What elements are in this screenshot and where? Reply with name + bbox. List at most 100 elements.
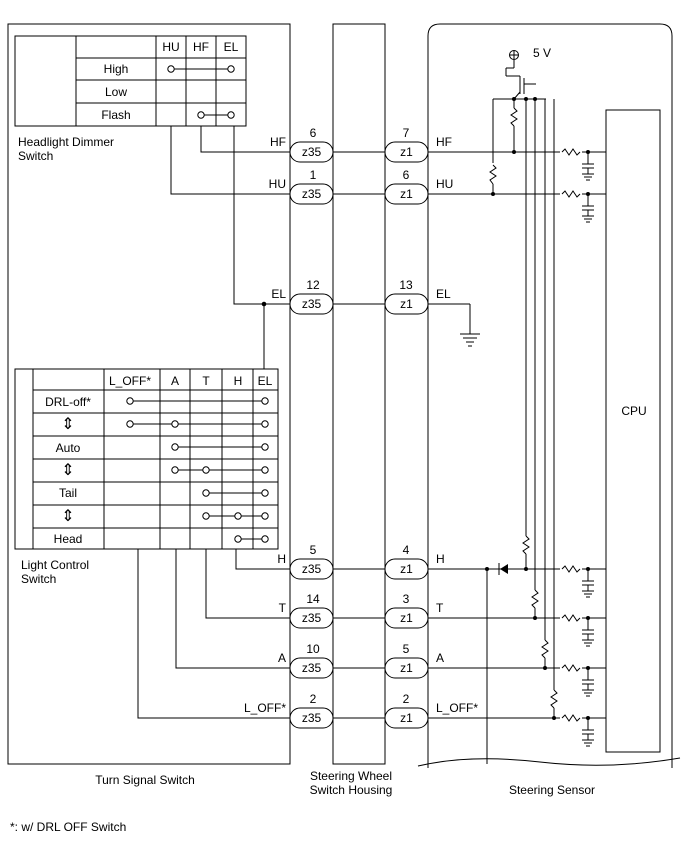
lc-row-drl-off: DRL-off* (45, 395, 91, 409)
connector-z1-label: z1 (400, 562, 413, 576)
signal-right: HU (436, 177, 453, 191)
headlight-dimmer-table: HU HF EL High Low Flash (14, 35, 247, 127)
connector-z1-pill (384, 707, 429, 729)
connector-z1-pill (384, 183, 429, 205)
pin-left: 12 (306, 278, 320, 292)
rc-filter (560, 190, 594, 223)
cpu-label: CPU (621, 404, 646, 418)
pin-left: 5 (310, 543, 317, 557)
signal-right: EL (436, 287, 451, 301)
signal-left: L_OFF* (244, 701, 286, 715)
light-control-table: L_OFF* A T H EL DRL-off* ⇕ Auto ⇕ Tail ⇕… (14, 368, 279, 550)
circuit-0: z35 6HF z1 7HF (270, 126, 452, 163)
connector-z1-pill (384, 657, 429, 679)
lc-contacts (126, 397, 269, 543)
lc-row-head: Head (54, 532, 83, 546)
steering-sensor-break-line (417, 757, 681, 767)
connector-z35-label: z35 (302, 187, 322, 201)
signal-left: HU (269, 177, 286, 191)
dimmer-col-hu: HU (162, 40, 179, 54)
dimmer-high-contact (167, 65, 235, 73)
connector-z35-pill (289, 707, 334, 729)
signal-right: L_OFF* (436, 701, 478, 715)
ground-icon (460, 333, 480, 347)
lc-row-transition-3: ⇕ (61, 508, 74, 525)
pin-right: 6 (403, 168, 410, 182)
signal-left: EL (271, 287, 286, 301)
signal-right: HF (436, 135, 452, 149)
light-control-label-1: Light Control (21, 558, 89, 572)
power-supply-symbol (505, 50, 520, 77)
transistor-icon (513, 76, 546, 100)
connector-z1-pill (384, 558, 429, 580)
dimmer-row-flash: Flash (101, 108, 130, 122)
pin-left: 1 (310, 168, 317, 182)
connector-z1-label: z1 (400, 187, 413, 201)
pullup-bus (522, 99, 558, 720)
dimmer-col-hf: HF (193, 40, 209, 54)
pin-right: 3 (403, 592, 410, 606)
pin-right: 2 (403, 692, 410, 706)
lc-col-a: A (171, 374, 179, 388)
connector-z35-label: z35 (302, 661, 322, 675)
rc-filter (560, 565, 594, 598)
lc-col-el: EL (258, 374, 273, 388)
lc-col-h: H (234, 374, 243, 388)
connector-z1-pill (384, 141, 429, 163)
signal-left: T (279, 601, 287, 615)
diode-icon (485, 563, 508, 764)
connector-z35-label: z35 (302, 611, 322, 625)
lc-row-tail: Tail (59, 486, 77, 500)
lc-col-loff: L_OFF* (109, 374, 151, 388)
connector-z35-label: z35 (302, 145, 322, 159)
signal-left: HF (270, 135, 286, 149)
connector-z35-label: z35 (302, 297, 322, 311)
dimmer-row-high: High (104, 62, 129, 76)
turn-signal-switch-box (7, 23, 291, 765)
left-wiring (137, 126, 290, 719)
connector-z35-label: z35 (302, 562, 322, 576)
light-control-label-2: Switch (21, 572, 56, 586)
dimmer-row-low: Low (105, 85, 127, 99)
connector-z35-pill (289, 141, 334, 163)
connector-z1-label: z1 (400, 145, 413, 159)
pin-right: 7 (403, 126, 410, 140)
steering-wheel-housing-label-2: Switch Housing (310, 783, 393, 797)
steering-sensor-box (427, 23, 673, 768)
pin-left: 14 (306, 592, 320, 606)
connector-z1-pill (384, 293, 429, 315)
rc-filter (560, 714, 594, 747)
footnote: *: w/ DRL OFF Switch (10, 820, 126, 834)
dimmer-col-el: EL (224, 40, 239, 54)
connector-z35-pill (289, 558, 334, 580)
pin-left: 6 (310, 126, 317, 140)
lc-row-auto: Auto (56, 441, 81, 455)
through-wiring (290, 151, 606, 719)
circuit-1: z35 1HU z1 6HU (269, 168, 453, 205)
connector-z1-label: z1 (400, 661, 413, 675)
signal-left: A (278, 651, 286, 665)
signal-right: A (436, 651, 444, 665)
signal-right: H (436, 552, 445, 566)
rc-filter (560, 148, 594, 181)
pin-right: 13 (399, 278, 413, 292)
supply-voltage-label: 5 V (533, 46, 551, 60)
connector-group: z356HFz17HFz351HUz16HUz3512ELz113ELz355H… (244, 126, 478, 729)
connector-z1-label: z1 (400, 611, 413, 625)
connector-z35-label: z35 (302, 711, 322, 725)
rc-filter (560, 614, 594, 647)
headlight-dimmer-label-2: Switch (18, 149, 53, 163)
lc-row-transition-2: ⇕ (61, 462, 74, 479)
pin-right: 5 (403, 642, 410, 656)
steering-wheel-switch-housing-box (332, 23, 386, 765)
pullup-resistors-top (489, 98, 518, 196)
connector-z35-pill (289, 657, 334, 679)
rc-filter (560, 664, 594, 697)
pin-left: 2 (310, 692, 317, 706)
